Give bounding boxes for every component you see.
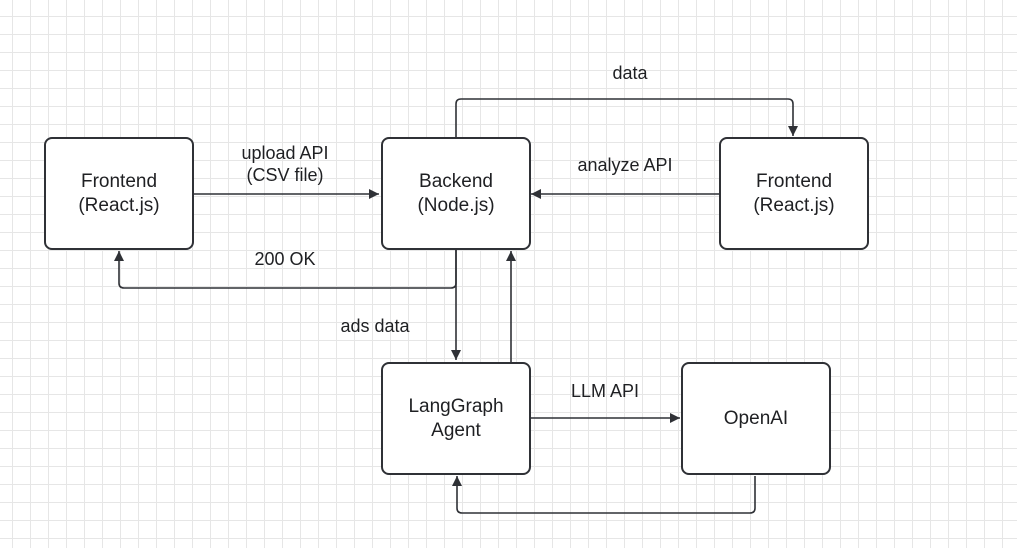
node-backend-label: Backend (Node.js) xyxy=(417,170,495,216)
edge-openai-return-arrow xyxy=(452,476,756,514)
node-frontend-left: Frontend (React.js) xyxy=(44,137,194,250)
edge-label-analyze: analyze API xyxy=(577,155,673,175)
node-frontend-left-label: Frontend (React.js) xyxy=(78,170,160,216)
edge-label-data: data xyxy=(612,63,648,83)
edge-label-ok: 200 OK xyxy=(254,249,316,269)
node-frontend-right-label: Frontend (React.js) xyxy=(753,170,835,216)
node-langgraph-agent: LangGraph Agent xyxy=(381,362,531,475)
edge-label-ads: ads data xyxy=(340,316,410,336)
edge-data-arrow xyxy=(455,98,798,137)
node-langgraph-agent-label: LangGraph Agent xyxy=(408,395,504,441)
node-backend: Backend (Node.js) xyxy=(381,137,531,250)
node-openai-label: OpenAI xyxy=(723,407,789,429)
node-openai: OpenAI xyxy=(681,362,831,475)
node-frontend-right: Frontend (React.js) xyxy=(719,137,869,250)
edge-label-upload: upload API (CSV file) xyxy=(241,143,329,185)
edge-label-llm: LLM API xyxy=(570,381,640,401)
